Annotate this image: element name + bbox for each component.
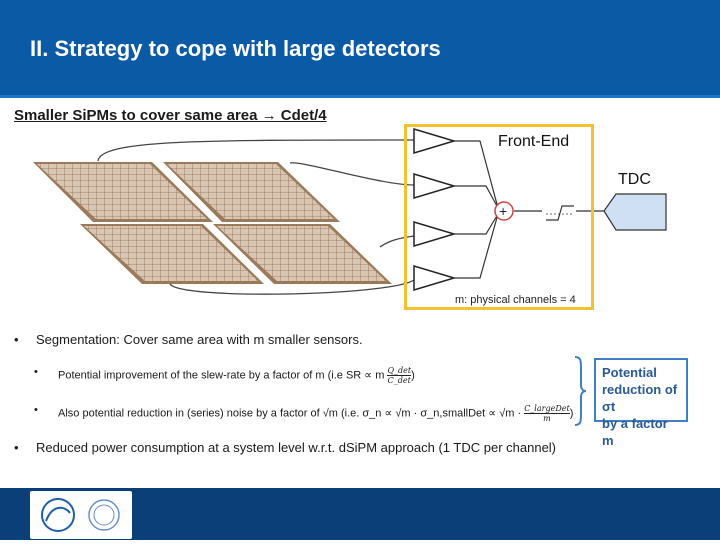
right-brace-icon: [574, 356, 587, 426]
wire-1: [97, 139, 414, 162]
slide-subtitle: Smaller SiPMs to cover same area → Cdet/…: [14, 107, 327, 124]
wire-4: [169, 279, 415, 295]
logos-panel: [30, 491, 132, 539]
sensor-tile-2: [163, 162, 340, 222]
sensor-tile-4: [213, 224, 392, 284]
sipm-diagram: +: [33, 127, 667, 295]
discriminator-icon: [546, 205, 574, 221]
bullet-text: Segmentation: Cover same area with m sma…: [36, 332, 363, 347]
sensor-tile-1: [33, 162, 213, 222]
wire-2: [289, 162, 415, 186]
tdc-label: TDC: [618, 171, 651, 188]
header-bar: II. Strategy to cope with large detector…: [0, 0, 720, 98]
callout-line-2: reduction of σt: [602, 382, 678, 414]
sum-symbol: +: [499, 203, 507, 219]
bullet-dot-icon: •: [34, 404, 38, 416]
callout-box: Potential reduction of σt by a factor m: [594, 358, 688, 448]
fraction: C_largeDet m: [524, 404, 570, 423]
bullet-noise: • Also potential reduction in (series) n…: [34, 404, 574, 423]
wire-3: [379, 235, 415, 248]
fraction: Q_det C_det: [387, 366, 412, 385]
channels-note: m: physical channels = 4: [455, 294, 576, 306]
bullet-dot-icon: •: [34, 366, 38, 378]
bullet-text: Also potential reduction in (series) noi…: [58, 407, 522, 420]
bullet-slew-rate: • Potential improvement of the slew-rate…: [34, 366, 415, 385]
sensor-tile-3: [80, 224, 264, 284]
bullet-text: Potential improvement of the slew-rate b…: [58, 369, 385, 382]
logos-icon: [41, 498, 120, 532]
front-end-box: [404, 124, 594, 310]
callout-line-1: Potential: [602, 365, 657, 380]
bullet-dot-icon: •: [14, 332, 19, 347]
bullet-dot-icon: •: [14, 440, 19, 455]
summing-lines: [454, 140, 604, 279]
callout-line-3: by a factor m: [602, 416, 668, 448]
slide-title: II. Strategy to cope with large detector…: [30, 36, 441, 61]
tdc-block: [603, 193, 667, 231]
sum-node: [494, 201, 514, 221]
front-end-label: Front-End: [498, 133, 570, 150]
amplifier-triangles: [413, 127, 457, 292]
bullet-text: Reduced power consumption at a system le…: [36, 440, 557, 455]
